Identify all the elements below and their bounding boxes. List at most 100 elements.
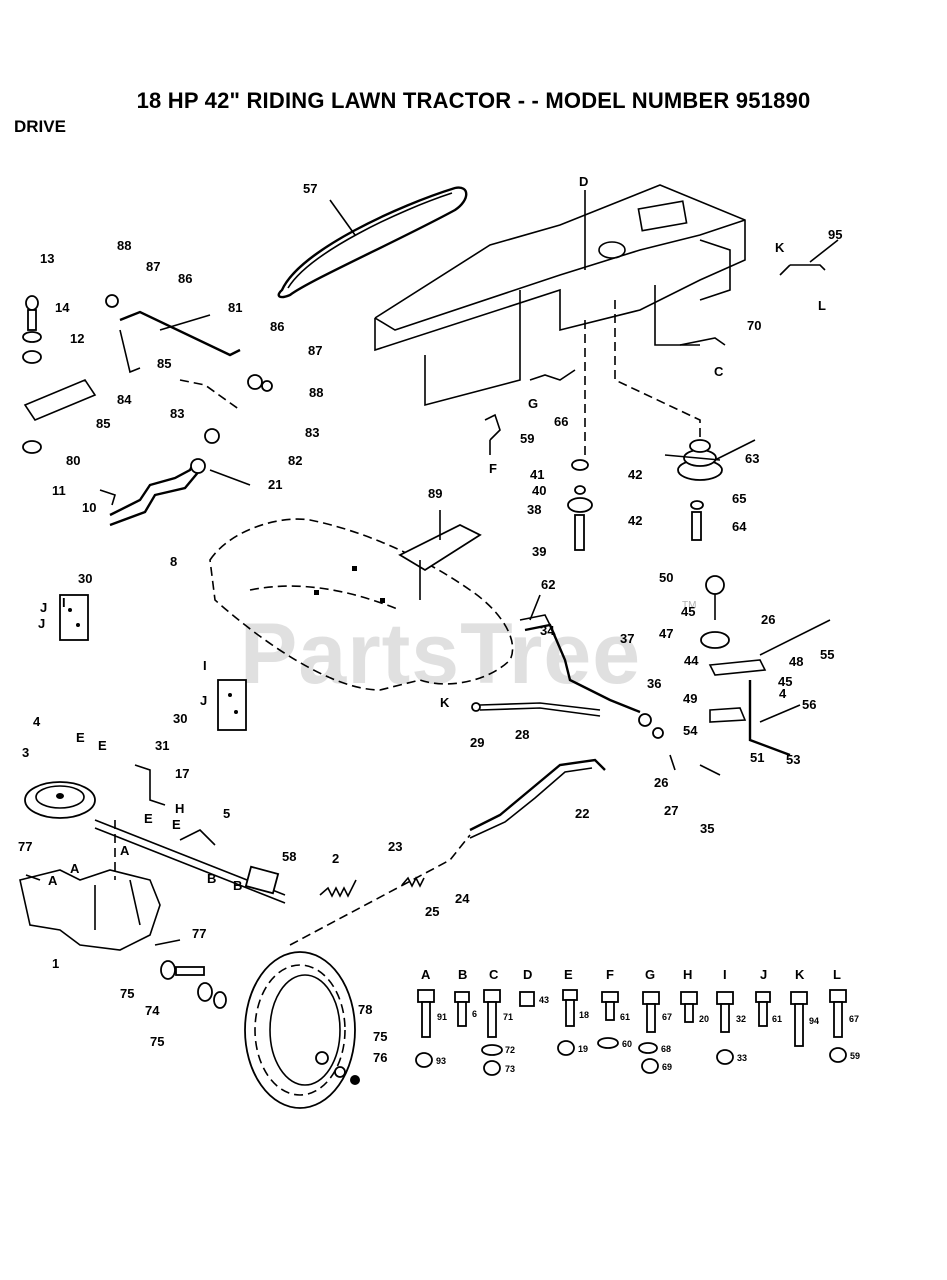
shaft-62 xyxy=(519,614,664,739)
letter-L: L xyxy=(818,298,826,313)
callout-36: 36 xyxy=(647,676,661,691)
hw-num-68: 68 xyxy=(661,1044,671,1054)
callout-30b: 30 xyxy=(173,711,187,726)
callout-25: 25 xyxy=(425,904,439,919)
hw-header-E: E xyxy=(564,967,573,982)
callout-5: 5 xyxy=(223,806,230,821)
trademark-mark: TM xyxy=(682,600,697,611)
callout-4b: 4 xyxy=(779,686,787,701)
hw-header-B: B xyxy=(458,967,467,982)
frame-body xyxy=(374,184,746,407)
callout-35: 35 xyxy=(700,821,714,836)
misc-small-parts xyxy=(25,264,826,946)
letter-A3: A xyxy=(120,843,130,858)
callout-59: 59 xyxy=(520,431,534,446)
letter-J3: J xyxy=(200,693,207,708)
callout-62: 62 xyxy=(541,577,555,592)
callout-66: 66 xyxy=(554,414,568,429)
callout-84: 84 xyxy=(117,392,132,407)
callout-82: 82 xyxy=(288,453,302,468)
letter-E1: E xyxy=(76,730,85,745)
callout-14: 14 xyxy=(55,300,70,315)
callout-63: 63 xyxy=(745,451,759,466)
callout-65: 65 xyxy=(732,491,746,506)
callout-87: 87 xyxy=(146,259,160,274)
callout-37: 37 xyxy=(620,631,634,646)
pedal-22 xyxy=(289,758,606,946)
callout-64: 64 xyxy=(732,519,747,534)
idler-pulley-63 xyxy=(614,300,723,541)
callout-39: 39 xyxy=(532,544,546,559)
letter-A1: A xyxy=(48,873,58,888)
callout-74: 74 xyxy=(145,1003,160,1018)
callout-53: 53 xyxy=(786,752,800,767)
callout-labels: 13 88 87 86 81 14 12 85 84 85 80 11 86 8… xyxy=(18,181,842,1065)
letter-E2: E xyxy=(98,738,107,753)
callout-56: 56 xyxy=(802,697,816,712)
callout-75b: 75 xyxy=(150,1034,164,1049)
reference-letters: D K L C G F A A A B B E E E E H I I J J … xyxy=(38,174,826,893)
section-label: DRIVE xyxy=(14,117,66,136)
hw-header-G: G xyxy=(645,967,655,982)
callout-86b: 86 xyxy=(270,319,284,334)
callout-2: 2 xyxy=(332,851,339,866)
callout-45b: 45 xyxy=(778,674,792,689)
hw-num-73: 73 xyxy=(505,1064,515,1074)
hw-header-C: C xyxy=(489,967,499,982)
letter-G: G xyxy=(528,396,538,411)
callout-3: 3 xyxy=(22,745,29,760)
hardware-table-numbers: 91 6 71 43 18 61 67 20 32 61 94 67 93 72… xyxy=(436,995,860,1074)
hw-num-6: 6 xyxy=(472,1009,477,1019)
letter-B1: B xyxy=(207,871,216,886)
callout-49: 49 xyxy=(683,691,697,706)
callout-87b: 87 xyxy=(308,343,322,358)
hw-header-I: I xyxy=(723,967,727,982)
hw-num-60: 60 xyxy=(622,1039,632,1049)
leader-lines xyxy=(159,190,839,621)
callout-77b: 77 xyxy=(192,926,206,941)
hw-num-94: 94 xyxy=(809,1016,819,1026)
linkage-81 xyxy=(105,294,273,411)
callout-21: 21 xyxy=(268,477,282,492)
callout-1: 1 xyxy=(52,956,59,971)
callout-28: 28 xyxy=(515,727,529,742)
bracket-30-lower xyxy=(217,679,247,731)
callout-34: 34 xyxy=(540,623,555,638)
bracket-30-upper xyxy=(59,594,89,641)
hw-header-A: A xyxy=(421,967,431,982)
hw-num-69: 69 xyxy=(662,1062,672,1072)
hw-header-K: K xyxy=(795,967,805,982)
hw-header-L: L xyxy=(833,967,841,982)
callout-45: 45 xyxy=(681,604,695,619)
callout-85b: 85 xyxy=(96,416,110,431)
hw-num-91: 91 xyxy=(437,1012,447,1022)
callout-80: 80 xyxy=(66,453,80,468)
diagram-title: 18 HP 42" RIDING LAWN TRACTOR - - MODEL … xyxy=(136,88,811,113)
spring-2 xyxy=(319,876,425,898)
callout-42: 42 xyxy=(628,467,642,482)
transaxle-1 xyxy=(19,820,161,951)
callout-10: 10 xyxy=(82,500,96,515)
hardware-table-shapes xyxy=(415,989,847,1076)
lever-assembly-47 xyxy=(700,575,831,757)
callout-4: 4 xyxy=(33,714,41,729)
hw-header-D: D xyxy=(523,967,532,982)
callout-31: 31 xyxy=(155,738,169,753)
letter-D: D xyxy=(579,174,588,189)
hw-num-20: 20 xyxy=(699,1014,709,1024)
letter-E4: E xyxy=(172,817,181,832)
fender-outline xyxy=(209,518,514,691)
callout-47: 47 xyxy=(659,626,673,641)
callout-54: 54 xyxy=(683,723,698,738)
letter-J1: J xyxy=(40,600,47,615)
callout-26b: 26 xyxy=(654,775,668,790)
letter-C: C xyxy=(714,364,724,379)
hw-num-33: 33 xyxy=(737,1053,747,1063)
callout-89: 89 xyxy=(428,486,442,501)
drive-belt-57 xyxy=(277,186,468,299)
callout-11: 11 xyxy=(52,483,66,498)
callout-58: 58 xyxy=(282,849,296,864)
hw-num-43: 43 xyxy=(539,995,549,1005)
axle-washers xyxy=(160,960,227,1009)
callout-85: 85 xyxy=(157,356,171,371)
